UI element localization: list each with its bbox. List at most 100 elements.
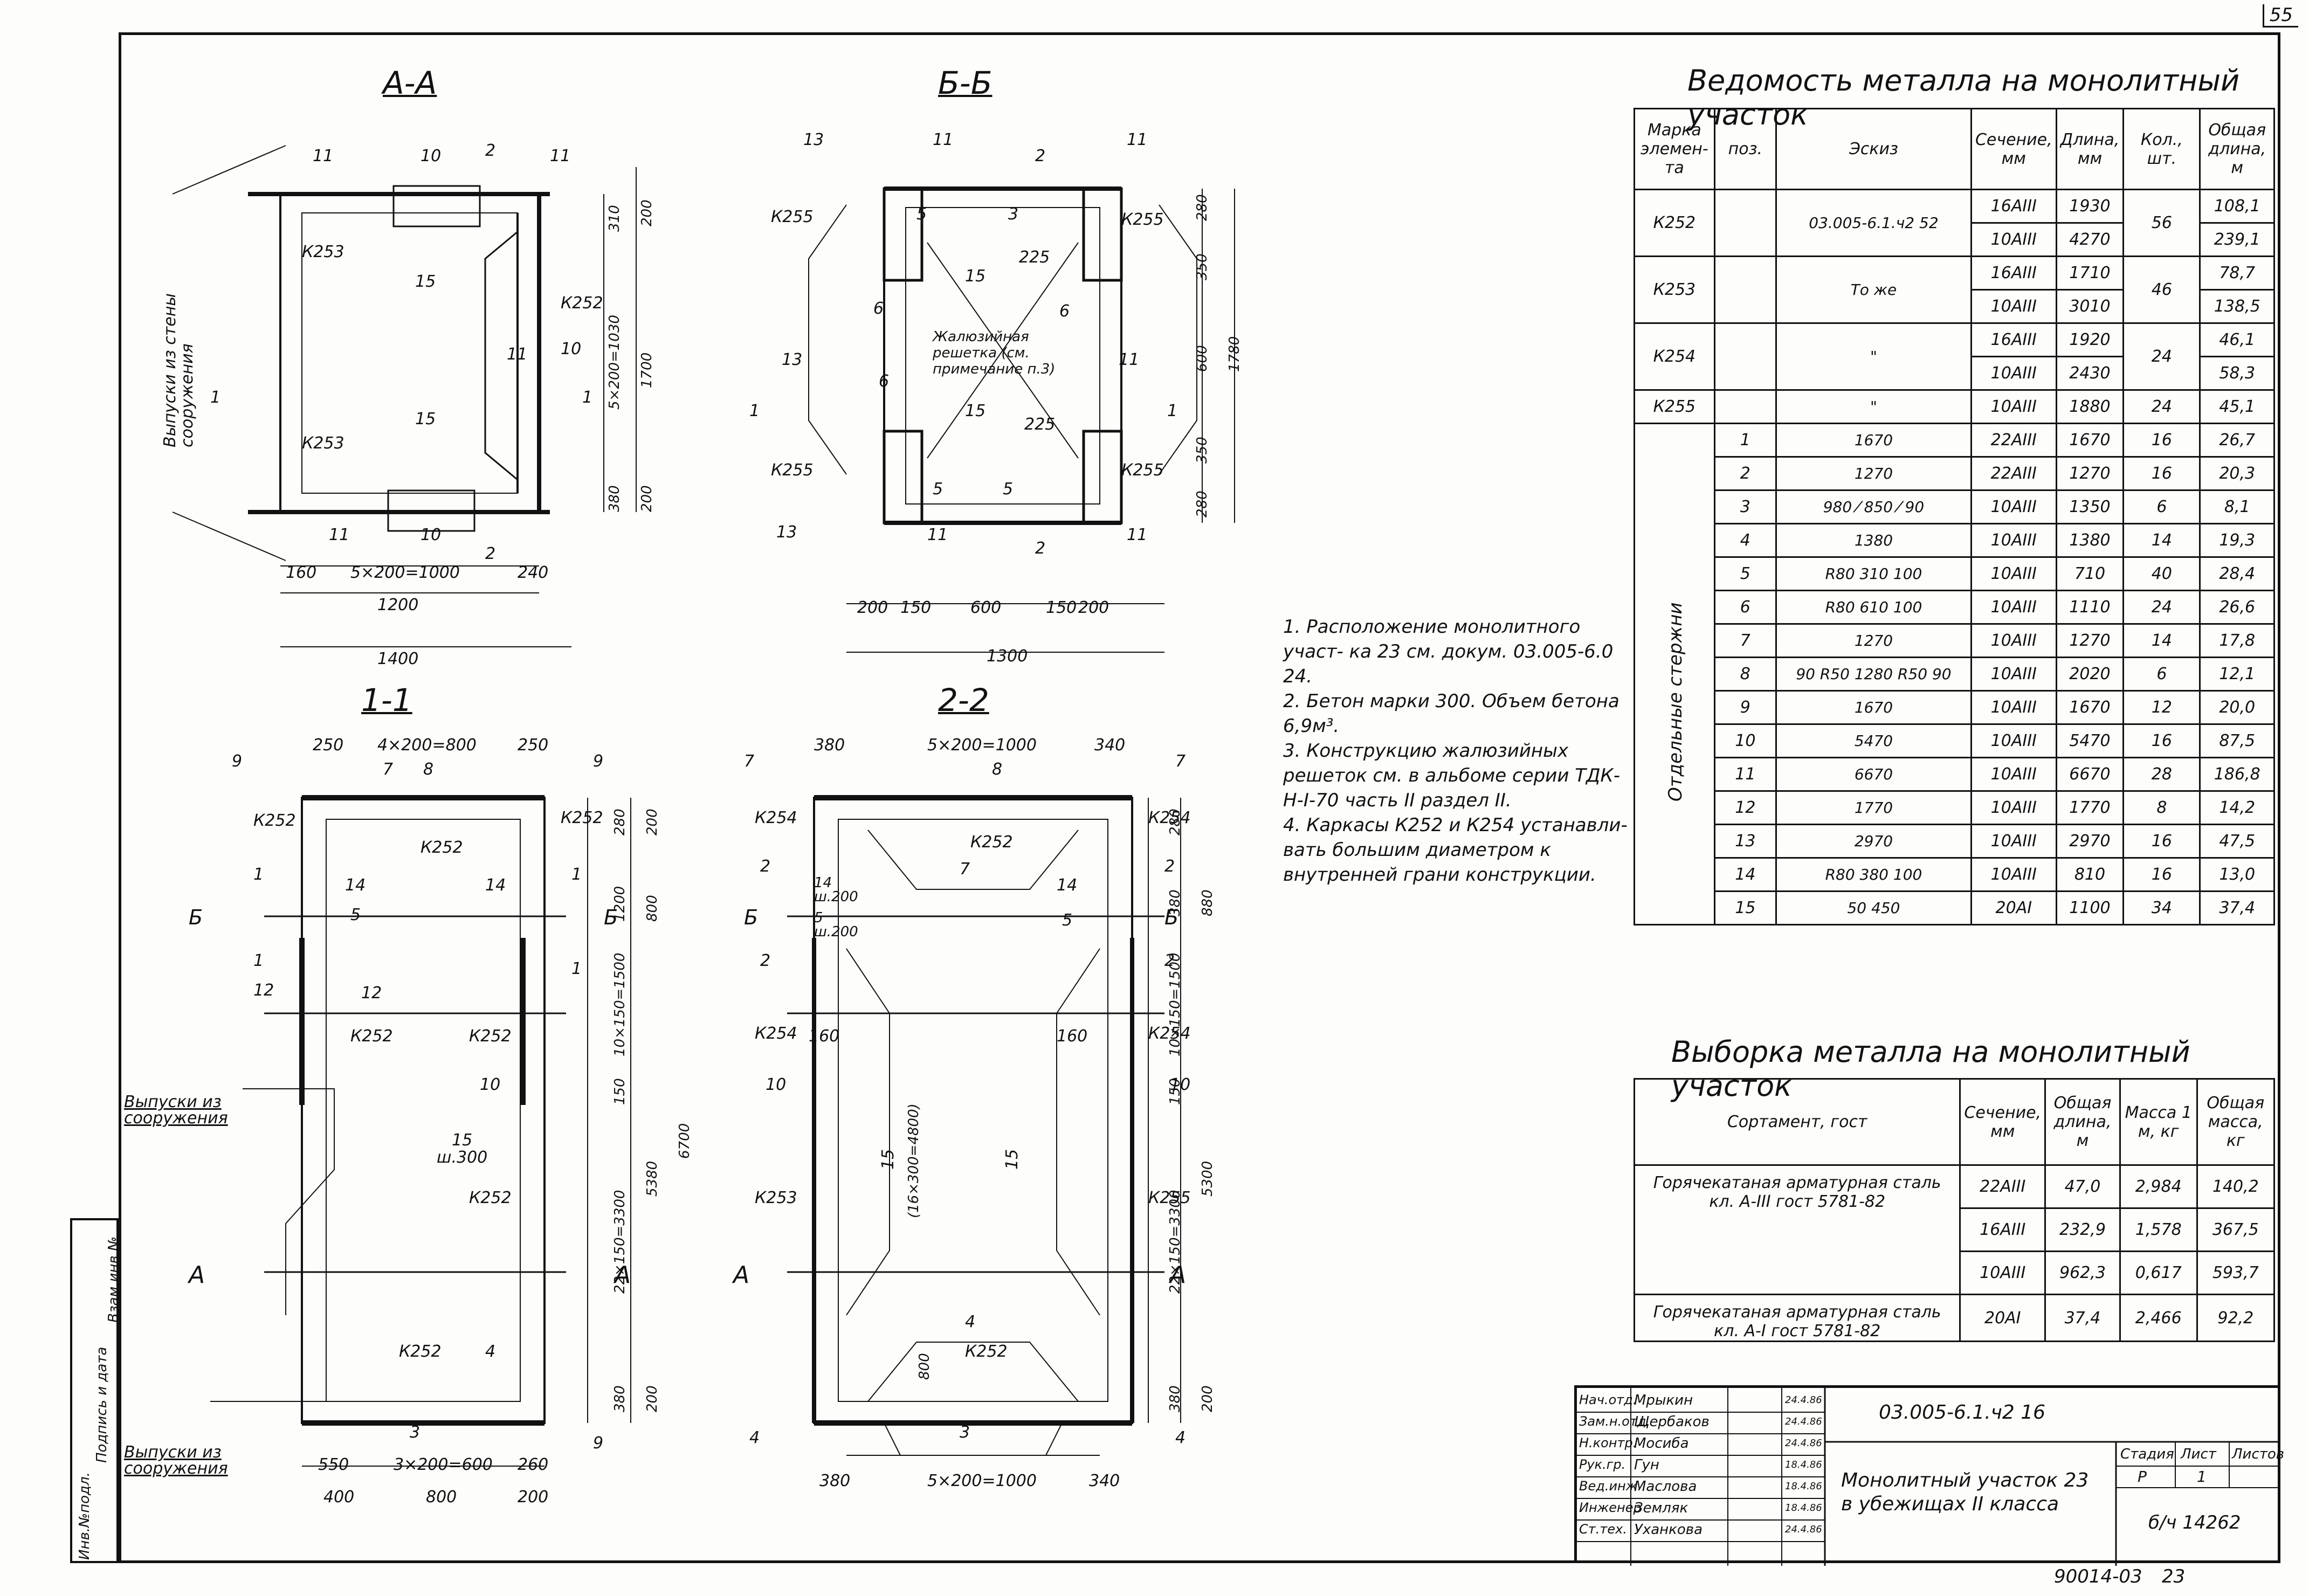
bb-label-15: 15 bbox=[965, 267, 986, 286]
s22-label-10a: 10 bbox=[766, 1075, 787, 1094]
ved-header-sketch: Эскиз bbox=[1775, 108, 1972, 190]
vedomost-table: Марка элемен- та поз. Эскиз Сечение, мм … bbox=[1633, 108, 2275, 925]
ved-cell-section: 16АIII bbox=[1970, 322, 2057, 357]
s11-dim-250b: 250 bbox=[518, 736, 549, 755]
aa-label-15b: 15 bbox=[415, 410, 436, 429]
ved-header-mark: Марка элемен- та bbox=[1633, 108, 1715, 190]
ved-cell-sketch: R80 310 100 bbox=[1775, 556, 1972, 591]
s11-vdim-200a: 200 bbox=[644, 809, 660, 835]
s22-label-k255: К255 bbox=[1148, 1189, 1191, 1207]
s11-label-9b: 9 bbox=[593, 752, 604, 771]
s22-label-800: 800 bbox=[916, 1353, 933, 1380]
ved-cell-length: 1350 bbox=[2055, 489, 2125, 524]
ved-cell-sketch: 03.005-6.1.ч2 52 bbox=[1775, 189, 1972, 257]
ved-cell-sketch: 1670 bbox=[1775, 423, 1972, 458]
ved-cell-total: 19,3 bbox=[2199, 523, 2275, 558]
ved-cell-total: 12,1 bbox=[2199, 657, 2275, 692]
s22-vdim-380b: 380 bbox=[1167, 1385, 1183, 1412]
note-1: 1. Расположение монолитного участ- ка 23… bbox=[1283, 616, 1614, 687]
ved-cell-mark: К253 bbox=[1633, 255, 1715, 324]
vyb-cell-sortament: Горячекатаная арматурная сталь кл. А-III… bbox=[1633, 1164, 1961, 1295]
sidebar-vzam-inv: Взам.инв.№ bbox=[106, 1236, 122, 1323]
ved-cell-length: 2020 bbox=[2055, 657, 2125, 692]
bb-label-11b: 11 bbox=[1127, 130, 1148, 149]
s11-label-7: 7 bbox=[383, 760, 394, 779]
ved-cell-section: 20АI bbox=[1970, 890, 2057, 925]
s11-vdim-22x150: 22×150=3300 bbox=[612, 1190, 628, 1294]
vyb-cell-length: 232,9 bbox=[2044, 1207, 2121, 1252]
s11-label-k252a: К252 bbox=[253, 811, 296, 830]
ved-header-total: Общая длина, м bbox=[2199, 108, 2275, 190]
s22-label-2a: 2 bbox=[760, 857, 771, 876]
s11-cut-b-right: Б bbox=[604, 906, 618, 929]
ved-cell-qty: 56 bbox=[2122, 189, 2201, 257]
ved-cell-sketch: 1270 bbox=[1775, 623, 1972, 658]
aa-dim-1400: 1400 bbox=[377, 650, 419, 668]
ved-cell-section: 16АIII bbox=[1970, 189, 2057, 224]
s11-label-12b: 12 bbox=[361, 984, 382, 1003]
ved-cell-total: 87,5 bbox=[2199, 723, 2275, 758]
s11-label-k252g: К252 bbox=[399, 1342, 442, 1361]
s11-cut-a-right: А bbox=[615, 1261, 631, 1289]
s11-dim-260: 260 bbox=[518, 1455, 549, 1474]
bb-label-6b: 6 bbox=[1059, 302, 1070, 321]
ved-header-sec: Сечение, мм bbox=[1970, 108, 2057, 190]
stamp-sheets-header: Листов bbox=[2232, 1446, 2285, 1462]
vyb-cell-total: 140,2 bbox=[2196, 1164, 2276, 1209]
bb-label-11s: 11 bbox=[1119, 350, 1140, 369]
s22-vdim-22x150: 22×150=3300 bbox=[1167, 1190, 1183, 1294]
ved-cell-length: 1670 bbox=[2055, 423, 2125, 458]
s11-dim-400: 400 bbox=[323, 1488, 355, 1507]
ved-cell-section: 10АIII bbox=[1970, 289, 2057, 324]
bb-vdim-1780: 1780 bbox=[1226, 336, 1243, 372]
vyb-cell-section: 20АI bbox=[1959, 1294, 2046, 1342]
ved-cell-pos: 8 bbox=[1713, 657, 1777, 692]
bb-label-5b: 5 bbox=[933, 480, 943, 499]
s22-label-160b: 160 bbox=[1057, 1027, 1088, 1046]
s11-vdim-10x150: 10×150=1500 bbox=[612, 952, 628, 1056]
ved-cell-section: 10АIII bbox=[1970, 489, 2057, 524]
s11-label-15: 15 ш.300 bbox=[437, 1131, 488, 1167]
bb-label-k255a: К255 bbox=[771, 208, 814, 226]
vyb-cell-section: 16АIII bbox=[1959, 1207, 2046, 1252]
bb-label-11d: 11 bbox=[1127, 526, 1148, 544]
stamp-name: Мрыкин bbox=[1634, 1392, 1693, 1408]
ved-cell-pos: 13 bbox=[1713, 824, 1777, 859]
s11-label-10: 10 bbox=[480, 1075, 501, 1094]
stamp-role: Нач.отд. bbox=[1579, 1392, 1637, 1407]
s11-vdim-380: 380 bbox=[612, 1385, 628, 1412]
ved-cell-total: 138,5 bbox=[2199, 289, 2275, 324]
s11-label-k252b: К252 bbox=[561, 809, 603, 827]
ved-cell-total: 26,7 bbox=[2199, 423, 2275, 458]
s11-vdim-280: 280 bbox=[612, 809, 628, 835]
approval-sidebar: Инв.№подл. Подпись и дата Взам.инв.№ bbox=[70, 1218, 122, 1563]
ved-cell-total: 20,3 bbox=[2199, 456, 2275, 491]
s11-dim-3x200: 3×200=600 bbox=[394, 1455, 493, 1474]
note-3: 3. Конструкцию жалюзийных решеток см. в … bbox=[1283, 740, 1620, 811]
s22-label-5w: 5 ш.200 bbox=[814, 910, 858, 940]
bb-label-11a: 11 bbox=[933, 130, 954, 149]
s22-cut-b-right: Б bbox=[1164, 906, 1179, 929]
ved-cell-pos: 5 bbox=[1713, 556, 1777, 591]
ved-cell-total: 37,4 bbox=[2199, 890, 2275, 925]
ved-header-pos: поз. bbox=[1713, 108, 1777, 190]
ved-cell-section: 16АIII bbox=[1970, 255, 2057, 291]
s22-label-7b: 7 bbox=[1175, 752, 1186, 771]
ved-cell-pos: 3 bbox=[1713, 489, 1777, 524]
s22-label-3: 3 bbox=[960, 1423, 970, 1442]
aa-dim-240: 240 bbox=[518, 563, 549, 582]
bb-vdim-350b: 350 bbox=[1194, 437, 1210, 464]
sheet-corner-number: 55 bbox=[2262, 4, 2298, 27]
s11-vdim-6700: 6700 bbox=[677, 1123, 693, 1159]
ved-cell-qty: 14 bbox=[2122, 623, 2201, 658]
stamp-org: б/ч 14262 bbox=[2148, 1512, 2241, 1533]
stamp-role: Вед.инж. bbox=[1579, 1478, 1642, 1494]
bb-cut-2a: 2 bbox=[1035, 147, 1046, 165]
ved-cell-total: 17,8 bbox=[2199, 623, 2275, 658]
s11-label-k252c: К252 bbox=[421, 838, 463, 857]
ved-cell-length: 1270 bbox=[2055, 623, 2125, 658]
ved-cell-length: 1670 bbox=[2055, 690, 2125, 725]
ved-cell-pos bbox=[1713, 389, 1777, 424]
ved-cell-section: 10АIII bbox=[1970, 356, 2057, 391]
